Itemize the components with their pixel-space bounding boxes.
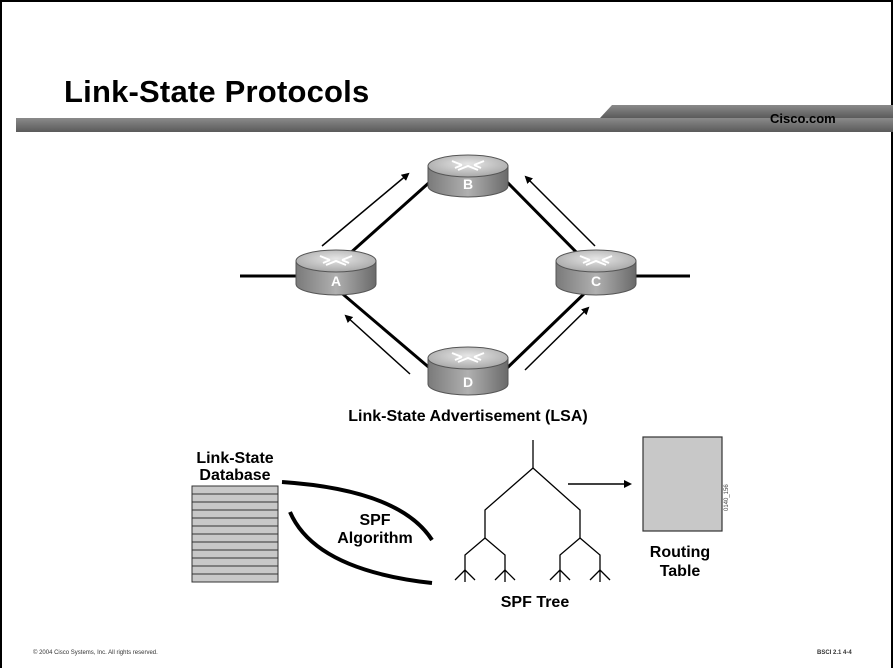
router-a	[295, 249, 377, 296]
router-b	[427, 154, 509, 198]
network-links	[240, 178, 690, 372]
link-state-database-label-line1: Link-State	[196, 450, 274, 467]
spf-tree-icon	[454, 440, 611, 582]
spf-algorithm-label-line1: SPF	[359, 512, 391, 529]
router-c	[555, 249, 637, 296]
router-d	[427, 346, 509, 396]
routing-table-label-line1: Routing	[649, 544, 711, 561]
spf-tree-label: SPF Tree	[500, 594, 570, 611]
lsa-arrows	[321, 172, 596, 375]
figure-code: 0140_156	[724, 484, 730, 511]
routing-table-label: Routing Table	[630, 543, 730, 579]
spf-algorithm-label-line2: Algorithm	[337, 530, 413, 547]
course-page-footer: BSCI 2.1 4-4	[817, 650, 852, 656]
slide-title: Link-State Protocols	[64, 74, 370, 109]
link-state-database-label-line2: Database	[199, 467, 271, 484]
router-label-c: C	[590, 273, 602, 289]
header-bar	[16, 105, 893, 132]
cisco-brand: Cisco.com	[770, 111, 836, 126]
spf-algorithm-curves	[281, 480, 434, 585]
routing-table-label-line2: Table	[659, 563, 701, 579]
link-state-database-label: Link-State Database	[180, 450, 290, 484]
link-state-database-icon	[191, 485, 279, 583]
lsa-caption: Link-State Advertisement (LSA)	[348, 408, 588, 425]
router-label-a: A	[330, 273, 342, 289]
routing-table-icon	[642, 436, 723, 532]
router-label-b: B	[462, 176, 474, 192]
routing-table-label-mask	[630, 579, 730, 594]
copyright-footer: © 2004 Cisco Systems, Inc. All rights re…	[33, 650, 158, 656]
spf-algorithm-label: SPF Algorithm	[325, 512, 425, 548]
router-label-d: D	[462, 374, 474, 390]
